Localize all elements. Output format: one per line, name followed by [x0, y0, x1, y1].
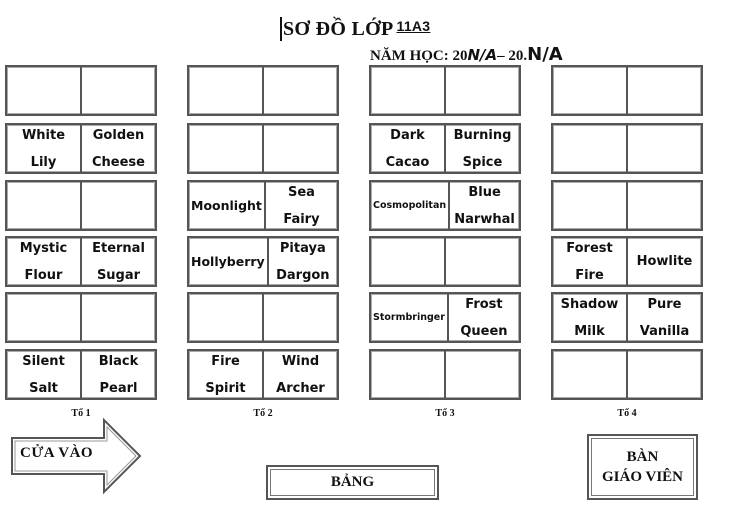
seat: Pitaya Dargon — [266, 238, 337, 285]
seat — [262, 67, 337, 114]
seat — [371, 351, 444, 398]
group-label: Tổ 3 — [435, 408, 455, 419]
seat — [626, 182, 701, 229]
title-bar — [280, 17, 282, 41]
seat — [189, 67, 262, 114]
desk: Mystic Flour Eternal Sugar — [5, 236, 157, 287]
seat — [626, 125, 701, 172]
seat — [626, 351, 701, 398]
seat — [444, 238, 519, 285]
desk — [551, 180, 703, 231]
seat — [7, 182, 80, 229]
seat — [553, 351, 626, 398]
desk — [5, 292, 157, 343]
year-prefix: NĂM HỌC: 20 — [370, 48, 468, 64]
desk — [187, 123, 339, 174]
seat — [7, 67, 80, 114]
seat — [7, 294, 80, 341]
desk: Fire Spirit Wind Archer — [187, 349, 339, 400]
seat: Frost Queen — [446, 294, 519, 341]
seat — [262, 294, 337, 341]
seat — [262, 125, 337, 172]
seat — [371, 238, 444, 285]
seat: Cosmopolitan — [373, 199, 447, 211]
group-label: Tổ 2 — [253, 408, 273, 419]
teacher-desk: BÀN GIÁO VIÊN — [587, 434, 698, 500]
seat: Black Pearl — [80, 351, 155, 398]
seat — [189, 125, 262, 172]
desk — [551, 349, 703, 400]
school-year: NĂM HỌC: 20N/A– 20.N/A — [370, 44, 563, 65]
seat: Wind Archer — [262, 351, 337, 398]
board: BẢNG — [266, 465, 439, 500]
seat — [553, 125, 626, 172]
seat: Stormbringer — [373, 311, 445, 323]
desk — [5, 65, 157, 116]
seat — [80, 294, 155, 341]
desk: Silent Salt Black Pearl — [5, 349, 157, 400]
desk — [369, 349, 521, 400]
seat — [371, 67, 444, 114]
seat: Golden Cheese — [80, 125, 155, 172]
seat — [553, 67, 626, 114]
seat: Shadow Milk — [560, 296, 619, 339]
group-label: Tổ 1 — [71, 408, 91, 419]
title-text: SƠ ĐỒ LỚP — [283, 18, 394, 40]
seat — [553, 182, 626, 229]
seat: Forest Fire — [566, 240, 613, 283]
seat: Fire Spirit — [205, 353, 246, 396]
desk — [551, 65, 703, 116]
seat: Silent Salt — [22, 353, 65, 396]
seat: Moonlight — [191, 198, 262, 213]
board-label: BẢNG — [330, 474, 375, 490]
seat: Mystic Flour — [19, 240, 68, 283]
class-name: 11A3 — [396, 18, 431, 34]
desk: Dark Cacao Burning Spice — [369, 123, 521, 174]
desk: Forest Fire Howlite — [551, 236, 703, 287]
desk — [187, 292, 339, 343]
desk — [369, 65, 521, 116]
seat: Eternal Sugar — [80, 238, 155, 285]
seat: Blue Narwhal — [448, 182, 519, 229]
group-label: Tổ 4 — [617, 408, 637, 419]
seat — [626, 67, 701, 114]
seat — [444, 67, 519, 114]
desk: White Lily Golden Cheese — [5, 123, 157, 174]
seat — [80, 182, 155, 229]
seat: Pure Vanilla — [626, 294, 701, 341]
seat: Burning Spice — [444, 125, 519, 172]
desk — [369, 236, 521, 287]
year-start: N/A — [467, 46, 498, 64]
desk — [551, 123, 703, 174]
seat: Sea Fairy — [263, 182, 337, 229]
entrance-label: CỬA VÀO — [20, 445, 94, 461]
seat: White Lily — [21, 127, 66, 170]
year-mid: – 20. — [497, 48, 528, 64]
year-end: N/A — [527, 44, 563, 65]
seat — [189, 294, 262, 341]
seat: Hollyberry — [191, 254, 265, 269]
seat — [444, 351, 519, 398]
seat: Howlite — [626, 238, 701, 285]
seat: Dark Cacao — [385, 127, 430, 170]
desk — [187, 65, 339, 116]
seat — [80, 67, 155, 114]
teacher-desk-label: BÀN GIÁO VIÊN — [602, 449, 683, 485]
desk — [5, 180, 157, 231]
